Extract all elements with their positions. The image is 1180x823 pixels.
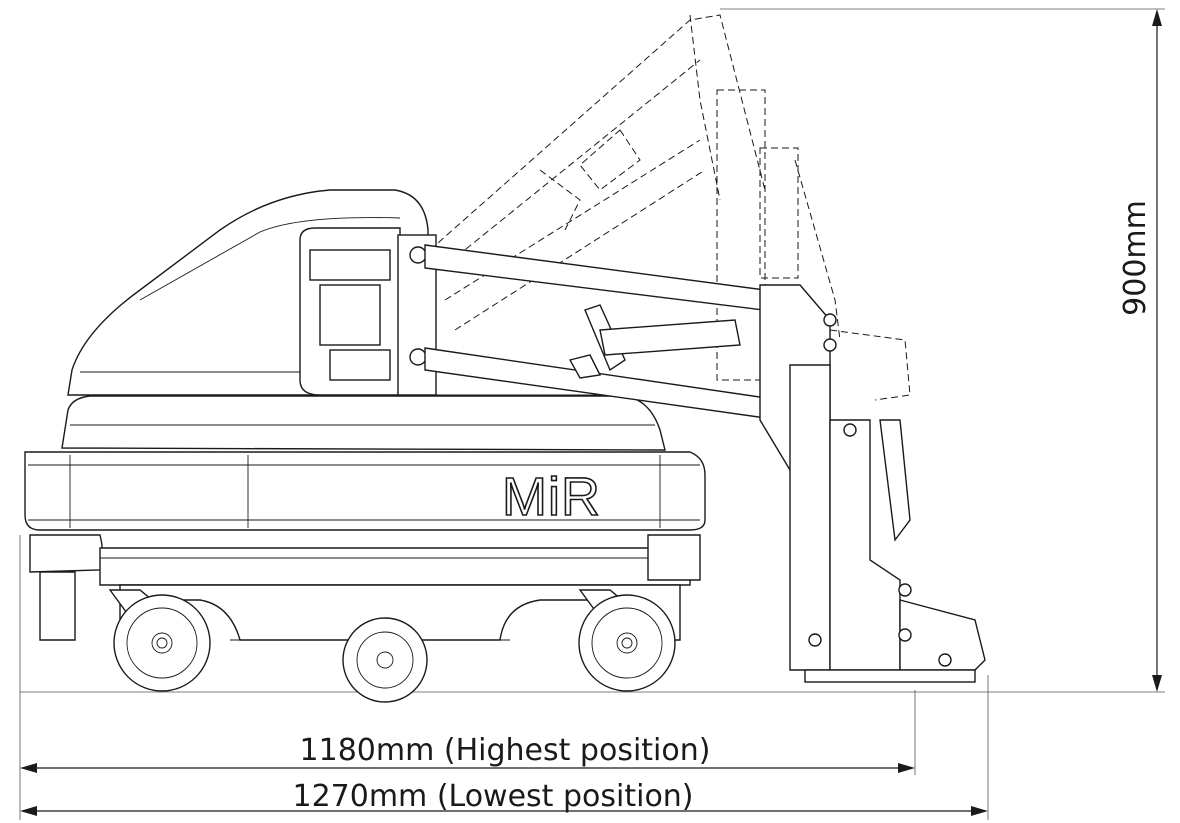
robot-base-body (24, 395, 706, 531)
front-caster-wheel (578, 589, 676, 692)
mir-logo: MiR (502, 467, 601, 527)
width-highest-label: 1180mm (Highest position) (300, 733, 711, 768)
width-highest-dimension: 1180mm (Highest position) (20, 733, 915, 773)
width-lowest-label: 1270mm (Lowest position) (292, 779, 693, 814)
robot-lower-chassis (29, 534, 701, 643)
width-lowest-dimension: 1270mm (Lowest position) (20, 779, 988, 816)
reference-guide-lines (19, 8, 1165, 820)
arm-lowest-position (424, 244, 986, 683)
height-dimension-label: 900mm (1118, 200, 1153, 316)
rear-caster-wheel (108, 589, 211, 692)
drive-wheel (342, 617, 428, 703)
arm-mount-block (299, 227, 437, 396)
height-dimension: 900mm (1118, 9, 1162, 692)
